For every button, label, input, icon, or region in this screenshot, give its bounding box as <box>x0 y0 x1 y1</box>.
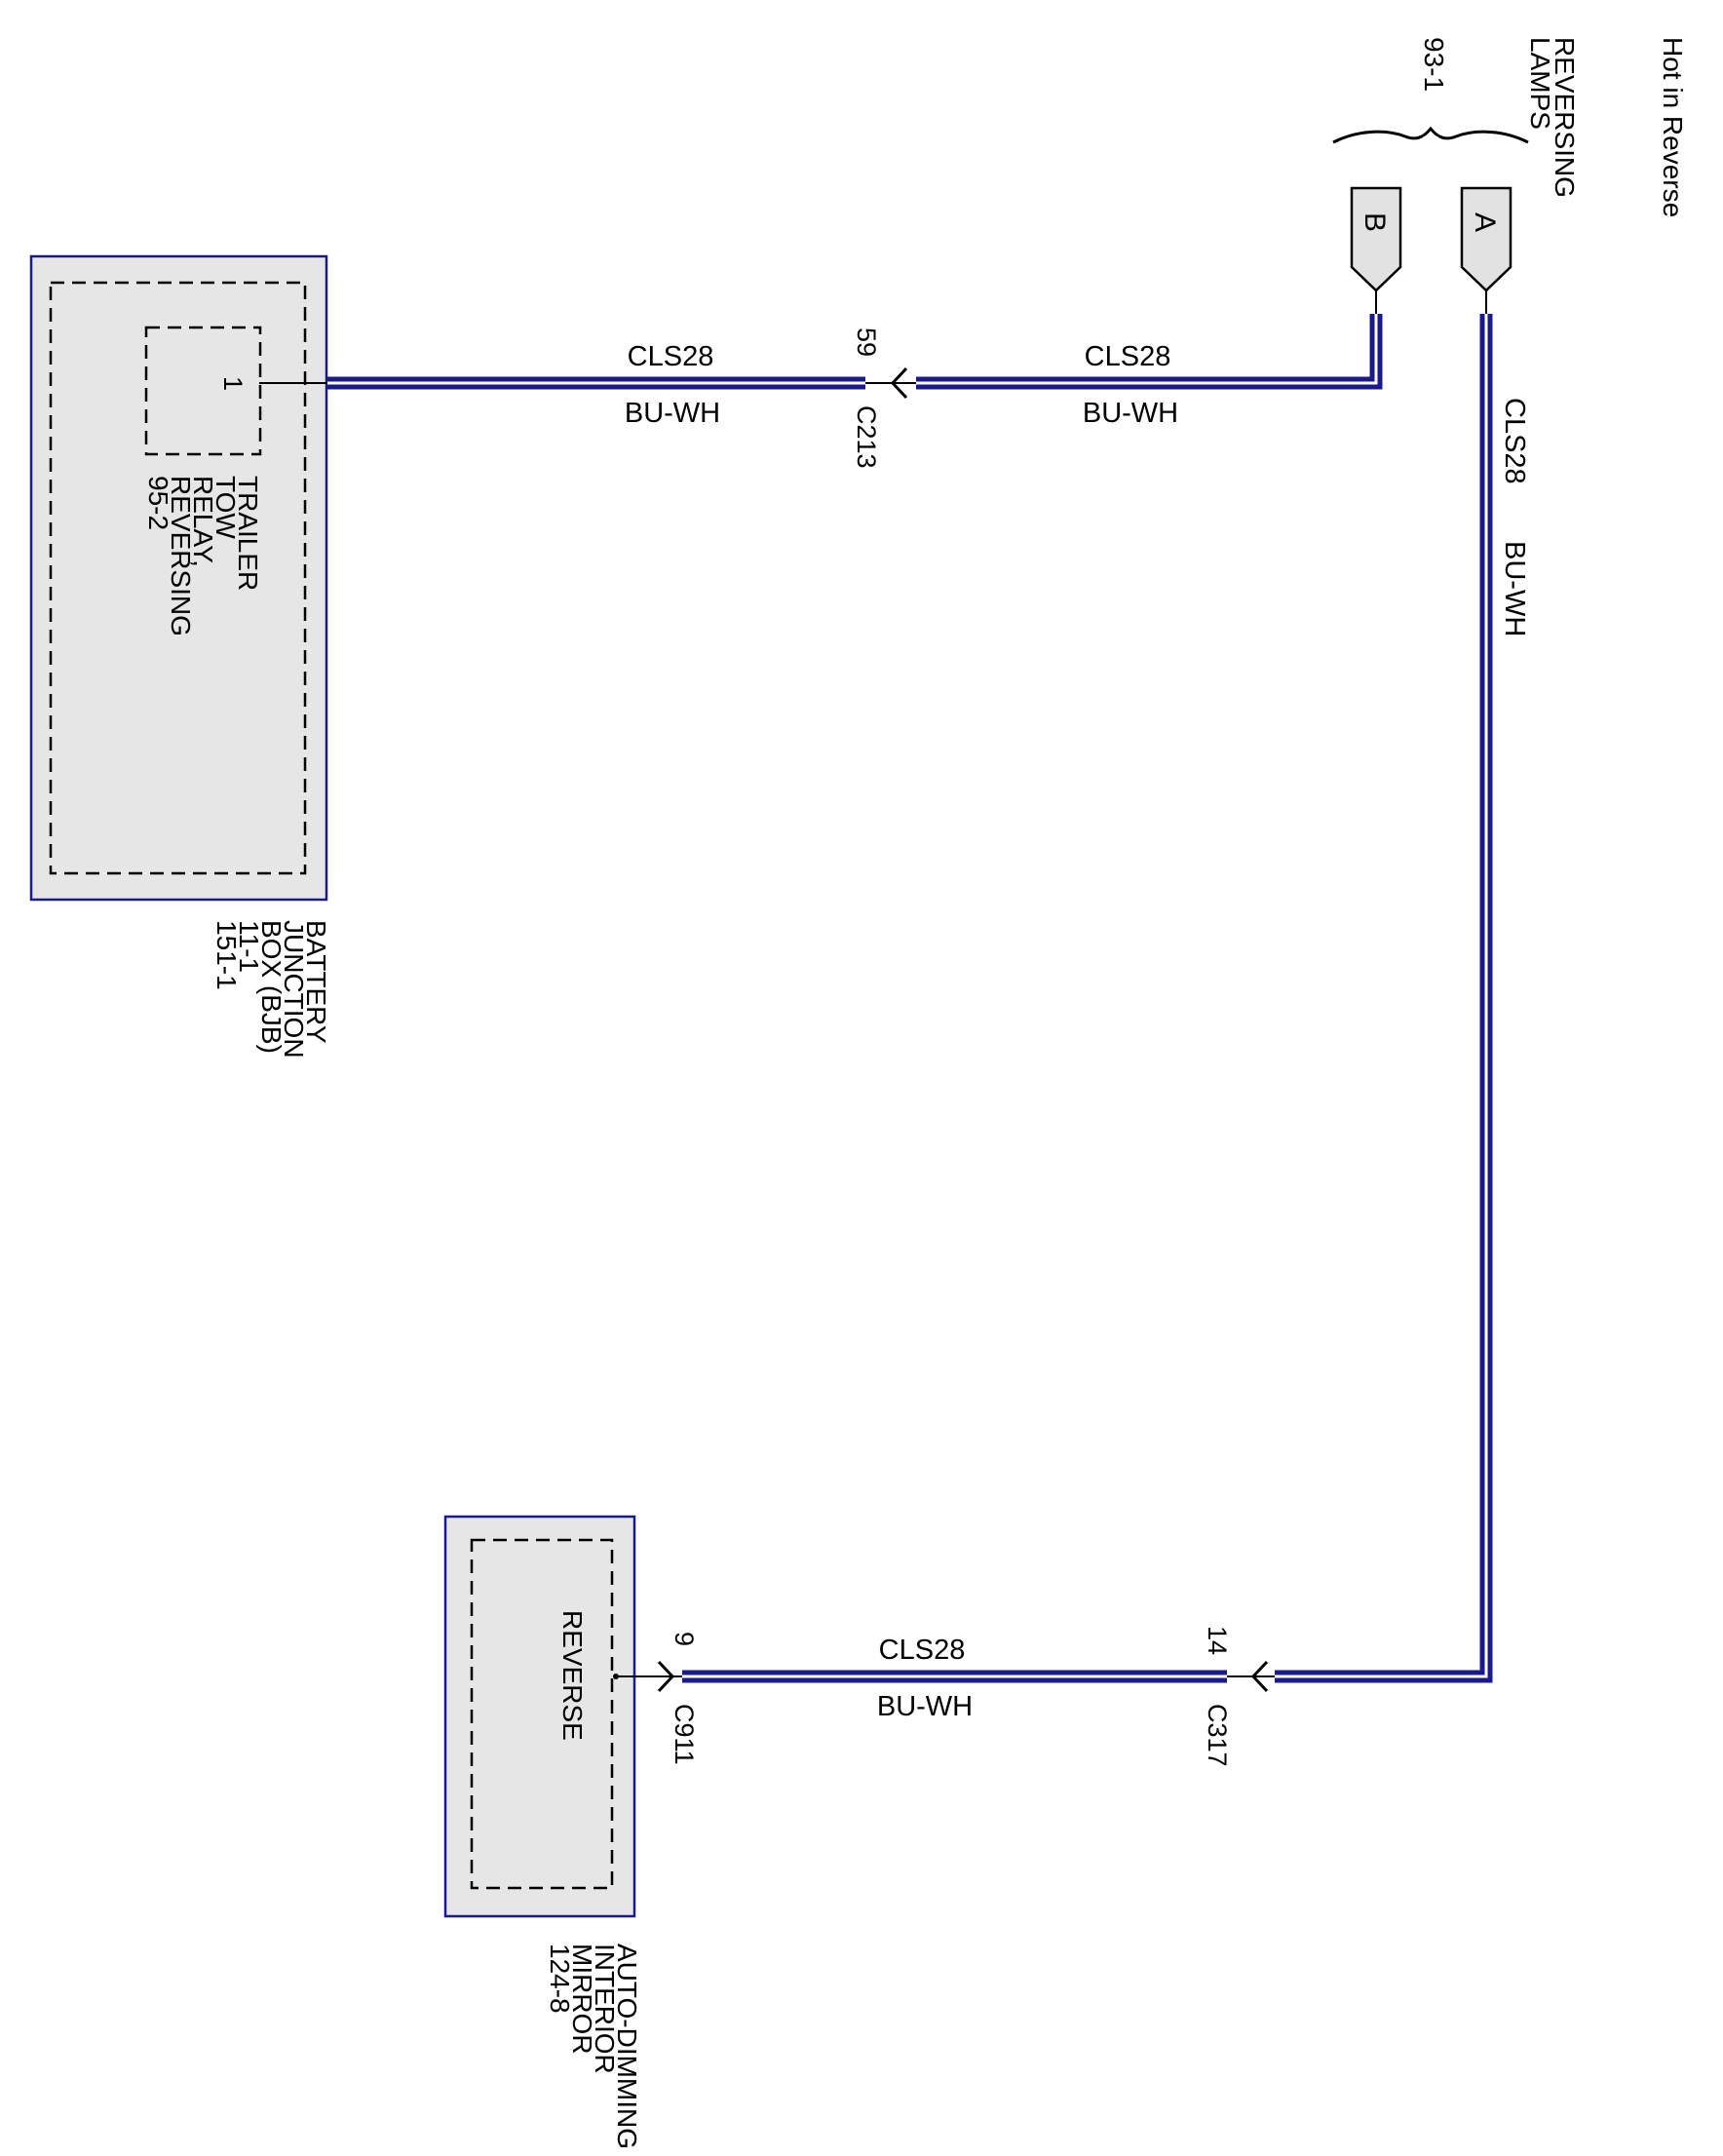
wire-pin-a-to-c317-color: BU-WH <box>1499 541 1530 636</box>
reversing-lamps-ref: 93-1 <box>1419 37 1449 92</box>
wire-c317-to-c911-color: BU-WH <box>877 1691 973 1722</box>
mirror-inner-label: REVERSE <box>557 1610 588 1741</box>
bjb-label-line-2: JUNCTION <box>279 920 309 1059</box>
connector-c911-icon <box>657 1660 675 1693</box>
diagram-title: Hot in Reverse <box>1658 37 1688 217</box>
pin-a-label: A <box>1469 212 1501 232</box>
mirror-label-line-3: MIRROR <box>567 1944 597 2055</box>
bjb-module-box[interactable] <box>29 254 328 902</box>
bjb-label-line-1: BATTERY <box>301 920 331 1044</box>
connector-c317-pin: 14 <box>1203 1626 1232 1655</box>
auto-dimming-mirror: REVERSE AUTO-DIMMING INTERIOR MIRROR 124… <box>443 1515 642 2149</box>
pin-a-connector[interactable]: A <box>1460 186 1512 292</box>
reversing-lamps-component: REVERSING LAMPS 93-1 B A <box>1332 37 1580 314</box>
wire-c317-to-c911-circuit: CLS28 <box>879 1635 966 1666</box>
reversing-lamps-label-line-1: REVERSING <box>1550 37 1580 198</box>
bjb-label-line-3: BOX (BJB) <box>256 920 287 1054</box>
bjb-pin-number: 1 <box>218 376 248 391</box>
pin-b-connector[interactable]: B <box>1350 186 1402 292</box>
connector-c911-name: C911 <box>670 1704 699 1765</box>
connector-c213[interactable]: 59 C213 <box>852 327 916 469</box>
mirror-label-line-4: 124-8 <box>545 1944 575 2014</box>
relay-label-line-3: RELAY, <box>188 476 218 567</box>
component-brace-icon <box>1332 126 1529 144</box>
mirror-label-line-1: AUTO-DIMMING <box>612 1944 642 2149</box>
connector-c911[interactable]: 9 C911 <box>613 1632 699 1765</box>
wire-pin-a-to-c317[interactable]: CLS28 BU-WH <box>1275 314 1530 1683</box>
wire-pin-a-to-c317-circuit: CLS28 <box>1499 398 1530 484</box>
pin-b-label: B <box>1359 212 1391 232</box>
relay-label-line-4: REVERSING <box>166 476 196 636</box>
wire-c213-to-pin-b[interactable]: CLS28 BU-WH <box>916 314 1383 429</box>
wire-bjb-to-c213[interactable]: CLS28 BU-WH <box>327 341 865 429</box>
mirror-dashed-boundary <box>470 1538 614 1890</box>
wire-c213-to-pin-b-color: BU-WH <box>1083 398 1178 429</box>
battery-junction-box: 1 TRAILER TOW RELAY, REVERSING 95-2 BATT… <box>29 254 331 1059</box>
connector-c911-pin: 9 <box>670 1632 699 1646</box>
relay-label-line-5: 95-2 <box>143 476 173 530</box>
pin-a-shape <box>1460 186 1512 292</box>
connector-c213-icon <box>890 366 908 400</box>
connector-c317-name: C317 <box>1203 1704 1232 1767</box>
bjb-label-line-4: 11-1 <box>234 920 264 973</box>
wire-bjb-to-c213-color: BU-WH <box>625 398 720 429</box>
connector-c317[interactable]: 14 C317 <box>1203 1626 1275 1767</box>
pin-b-shape <box>1350 186 1402 292</box>
wire-bjb-to-c213-circuit: CLS28 <box>628 341 714 372</box>
relay-label-line-1: TRAILER <box>233 476 263 591</box>
connector-c317-icon <box>1250 1660 1269 1693</box>
relay-label-line-2: TOW <box>211 476 241 539</box>
connector-c213-pin: 59 <box>852 327 881 357</box>
connector-c213-name: C213 <box>852 405 881 469</box>
wire-c213-to-pin-b-circuit: CLS28 <box>1085 341 1171 372</box>
relay-dashed-boundary <box>144 326 262 456</box>
bjb-label-line-5: 151-1 <box>211 920 242 990</box>
reversing-lamps-label-line-2: LAMPS <box>1525 37 1555 130</box>
mirror-module-box[interactable] <box>443 1515 636 1918</box>
bjb-dashed-boundary <box>49 281 307 875</box>
mirror-label-line-2: INTERIOR <box>590 1944 620 2074</box>
wire-c317-to-c911[interactable]: CLS28 BU-WH <box>682 1635 1227 1722</box>
